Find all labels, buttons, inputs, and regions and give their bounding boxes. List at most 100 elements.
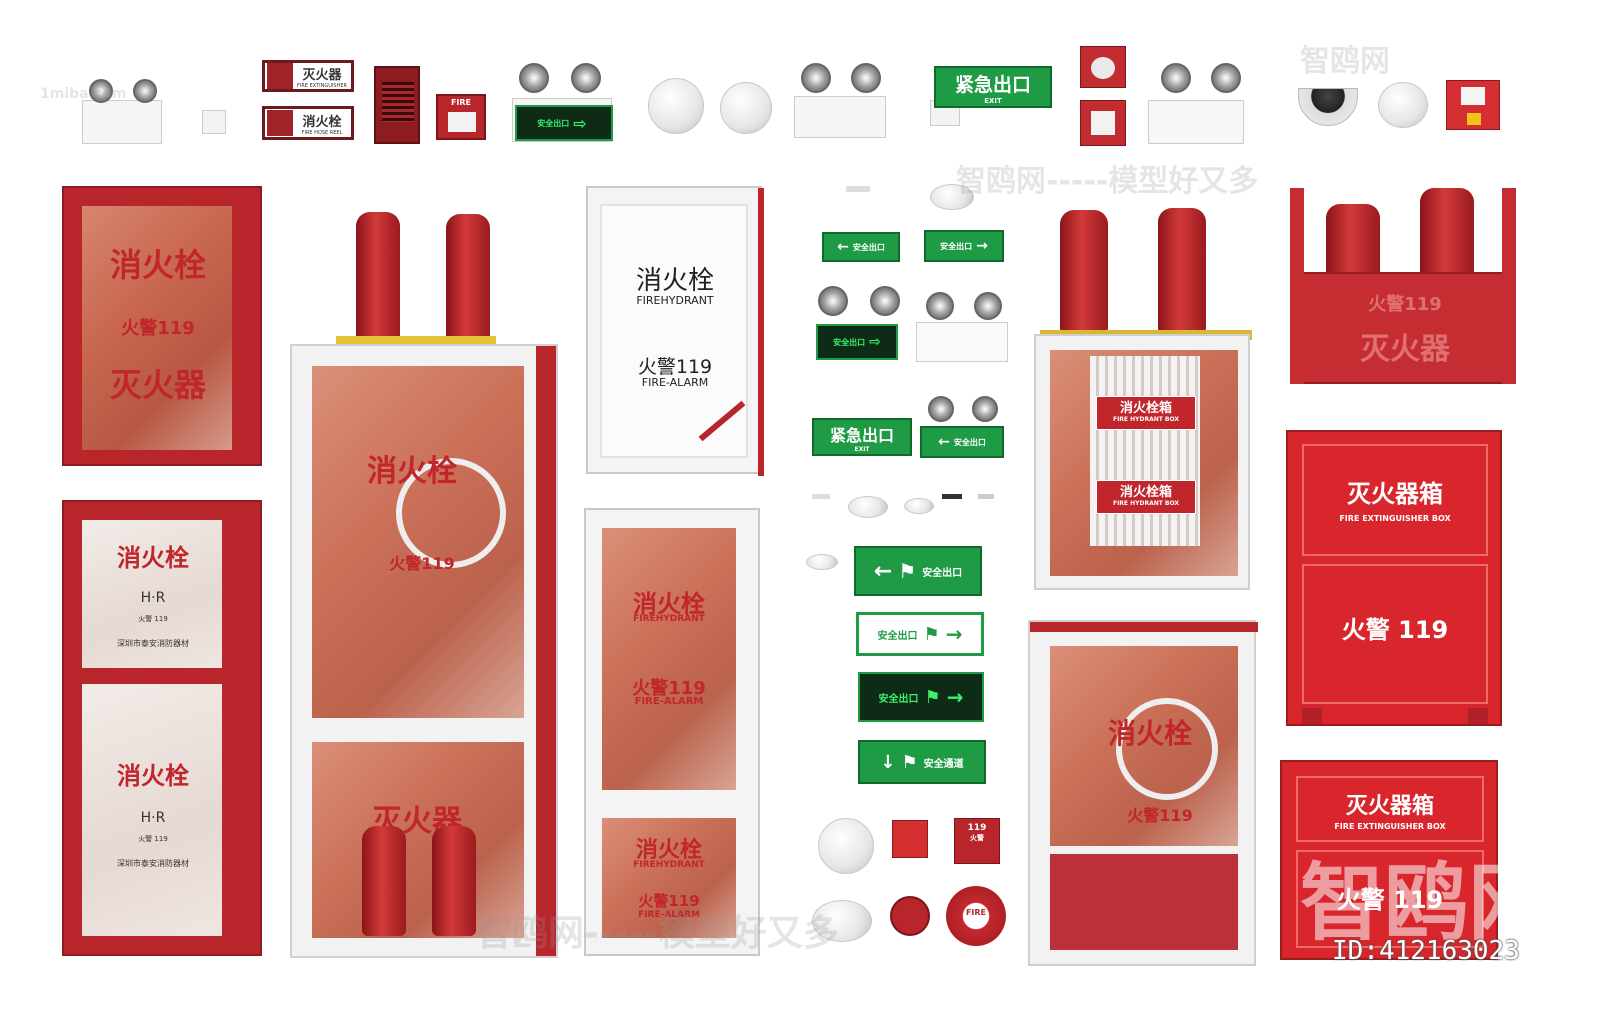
arrow-left-icon: ← [938,434,950,450]
hydrant-cabinet-tall: 消火栓 火警119 灭火器 [290,344,558,958]
sign-emergency-exit-top: 紧急出口 EXIT [934,66,1052,108]
sign-text: 安全通道 [923,758,964,770]
lamp-icon [870,286,900,316]
ceiling-mount [942,494,962,516]
sign-text: 紧急出口 [829,425,894,445]
cabinet-title-en: FIREHYDRANT [633,860,705,870]
extinguisher-box-short: 灭火器箱 FIRE EXTINGUISHER BOX 火警 119 [1280,760,1498,960]
lamp-icon [851,63,881,93]
box-title-en: FIRE EXTINGUISHER BOX [1334,822,1446,831]
fire-extinguisher-icon [432,826,476,936]
hose-icon [267,110,293,136]
sign-exit-left: ← 安全出口 [822,232,900,262]
lamp-icon [519,63,549,93]
sign-fire-hose: 消火栓 FIRE HOSE REEL [262,106,354,140]
alarm-119-sub: 火警 [970,834,984,842]
cabinet-alarm: 火警119 [121,318,195,339]
running-man-icon: ⇨ [573,113,587,133]
cabinet-alarm: 火警119 [1127,806,1193,825]
ceiling-mount [846,186,870,212]
smoke-detector-icon [648,78,704,134]
sign-exit-big-left: ← ⚑ 安全出口 [854,546,982,596]
exit-text: 安全出口 [537,118,570,128]
box-title: 灭火器箱 [1347,480,1443,508]
bell-label: FIRE [965,908,987,917]
rack-alarm: 火警119 [1368,294,1442,315]
cabinet-title: 消火栓 [117,544,189,572]
hydrant-box: 消火栓箱 FIRE HYDRANT BOX 消火栓箱 FIRE HYDRANT … [1034,334,1250,590]
alarm-panel-119: 119 火警 [954,818,1000,864]
arrow-right-icon: → [946,685,964,709]
extinguisher-box-tall: 灭火器箱 FIRE EXTINGUISHER BOX 火警 119 [1286,430,1502,726]
lamp-icon [926,292,954,320]
sign-text: 紧急出口 [954,73,1031,96]
fire-extinguisher-icon [446,214,490,346]
fire-alarm-button [1446,80,1500,130]
alarm-119-text: 119 [967,823,987,833]
fire-pull-station: FIRE [436,94,486,140]
box-alarm: 火警 119 [1341,616,1449,644]
extinguisher-icon [267,63,293,89]
cabinet-alarm: 火警 119 [138,835,168,843]
lamp-icon [974,292,1002,320]
cabinet-alarm-en: FIRE-ALARM [641,376,709,389]
cabinet-alarm-en: FIRE-ALARM [634,696,704,707]
sign-exit-big-right: 安全出口 ⚑ → [856,612,984,656]
manual-call-point [1080,100,1126,146]
fire-extinguisher-icon [362,826,406,936]
cabinet-title: 消火栓 [1107,717,1192,750]
sign-fire-extinguisher: 灭火器 FIRE EXTINGUISHER [262,60,354,92]
arrow-right-icon: → [976,238,988,254]
exit-light-top: 安全出口 ⇨ [512,63,613,142]
heat-detector-icon [720,82,772,134]
sign-text: 安全出口 [922,567,963,579]
hydrant-cabinet-white: 消火栓 FIREHYDRANT 火警119 FIRE-ALARM [586,186,764,476]
ceiling-mount [812,494,830,516]
alarm-speaker [374,66,420,144]
cabinet-title: 消火栓 [633,590,705,618]
arrow-right-icon: → [945,622,963,646]
box-alarm: 火警 119 [1336,886,1444,914]
smoke-detector-icon [930,184,974,210]
sign-text: 安全出口 [877,630,918,642]
cabinet-title: 消火栓 [635,838,702,863]
ceiling-mount [978,494,994,516]
fire-button-label: FIRE [450,98,472,107]
hydrant-cabinet-right: 消火栓 火警119 [1028,620,1258,966]
watermark-site: 1mibа.com [40,86,127,102]
box-title-en: FIRE EXTINGUISHER BOX [1339,514,1451,523]
sign-text: 安全出口 [852,242,885,252]
cabinet-brand: H·R [140,810,166,826]
lamp-icon [1161,63,1191,93]
sign-emergency-exit-mid: 紧急出口 EXIT [812,418,912,456]
alarm-button-round [890,896,930,936]
rack-extinguisher: 灭火器 [1360,332,1450,367]
smoke-detector-icon [1378,82,1428,128]
lamp-icon [133,79,157,103]
hydrant-cabinet-mid-bottom: 消火栓 FIREHYDRANT 火警119 FIRE-ALARM 消火栓 FIR… [584,508,760,956]
sign-text-en: EXIT [854,445,870,453]
fire-extinguisher-icon [356,212,400,346]
smoke-detector-icon [806,554,838,570]
box-title: 灭火器箱 [1345,794,1434,819]
cabinet-extinguisher: 灭火器 [372,804,462,839]
watermark-brand: 智鸥网 [1300,44,1390,79]
sign-text: 安全出口 [940,241,973,251]
fire-extinguisher-icon [1060,210,1108,334]
sign-text: 安全出口 [833,337,866,347]
dome-camera [1298,88,1358,126]
lamp-icon [972,396,998,422]
cabinet-maker: 深圳市泰安消防器材 [117,859,189,868]
hydrant-box-label: 消火栓箱 FIRE HYDRANT BOX [1096,480,1196,514]
hydrant-box-label: 消火栓箱 FIRE HYDRANT BOX [1096,396,1196,430]
running-man-icon: ⇨ [869,334,881,350]
smoke-detector-icon [812,900,872,942]
hydrant-cabinet-left-top: 消火栓 火警119 灭火器 [62,186,262,466]
lamp-icon [818,286,848,316]
wall-switch [202,110,226,134]
cabinet-alarm: 火警 119 [138,615,168,623]
cabinet-brand: H·R [140,590,166,606]
lamp-icon [928,396,954,422]
watermark-slogan: 智鸥网-----模型好又多 [476,913,839,954]
sign-text: 安全出口 [878,693,919,705]
